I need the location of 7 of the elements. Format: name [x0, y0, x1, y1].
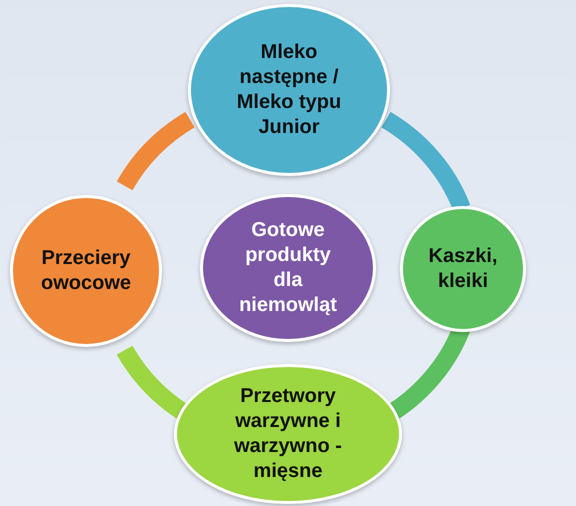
node-label: Gotowe produkty dla niemowląt — [238, 218, 338, 318]
node-label: Kaszki, kleiki — [428, 244, 498, 294]
ring-arc — [117, 345, 188, 419]
ring-arc — [117, 112, 195, 191]
node-label: Mleko następne / Mleko typu Junior — [236, 40, 342, 140]
node-label: Przeciery owocowe — [40, 246, 132, 296]
node-label: Przetwory warzywne i warzywno - mięsne — [233, 384, 343, 484]
